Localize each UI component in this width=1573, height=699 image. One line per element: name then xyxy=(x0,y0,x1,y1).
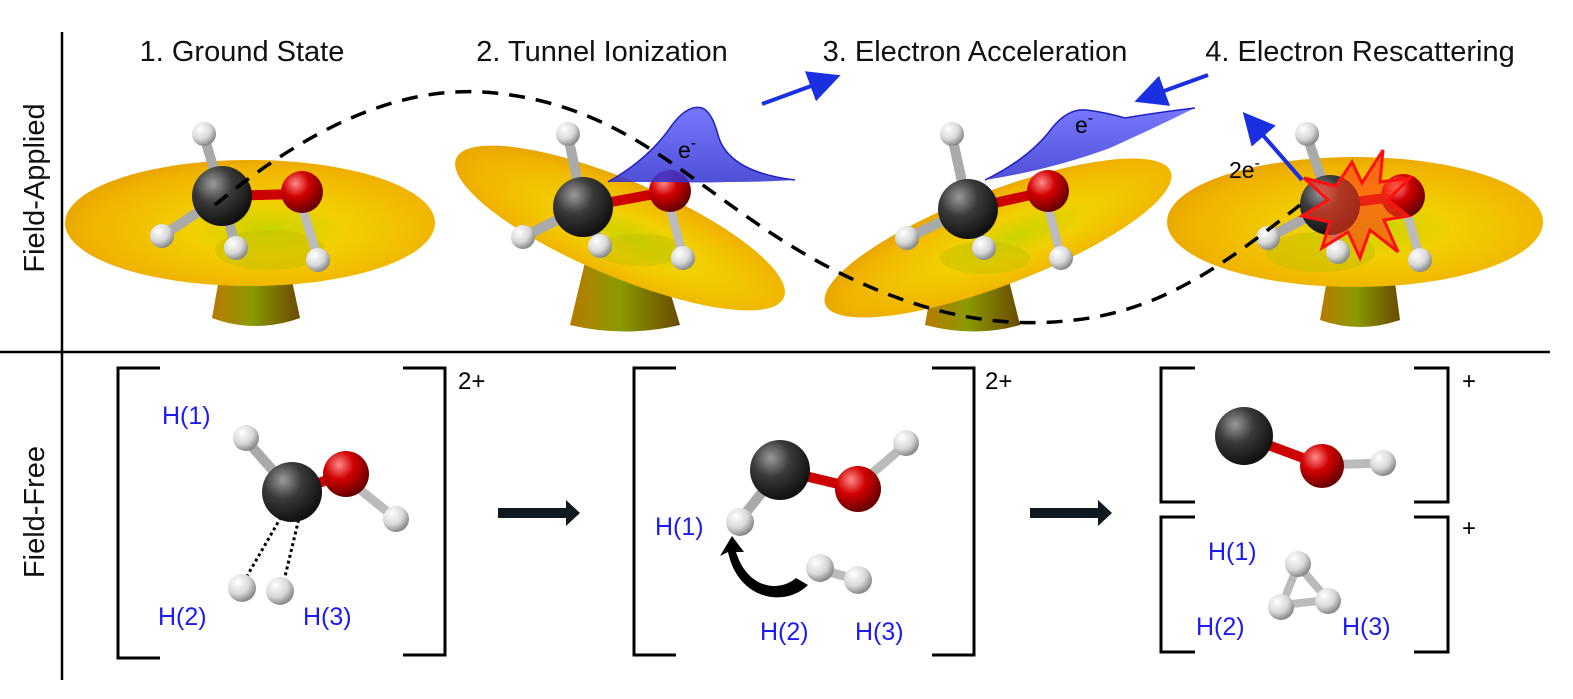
bracket-panel-1 xyxy=(116,366,447,660)
potential-surface-tunnel-ionization xyxy=(455,145,785,332)
electron-escape-arrow xyxy=(761,71,841,106)
hydrogen-migration-arrow xyxy=(720,536,808,598)
label-h1-panel-1: H(1) xyxy=(162,402,211,430)
label-h2-panel-2: H(2) xyxy=(760,618,809,646)
electron-label-acceleration: e- xyxy=(1075,110,1093,138)
reaction-arrow-1 xyxy=(498,500,580,526)
label-h3-panel-3: H(3) xyxy=(1342,613,1391,641)
charge-panel-3-top: + xyxy=(1462,368,1476,395)
row-label-field-applied: Field-Applied xyxy=(19,103,51,272)
bracket-panel-3-top xyxy=(1159,366,1450,504)
label-h2-panel-3: H(2) xyxy=(1196,613,1245,641)
reaction-arrow-2 xyxy=(1030,500,1112,526)
step-title-electron-rescattering: 4. Electron Rescattering xyxy=(1205,36,1514,68)
row-label-field-free: Field-Free xyxy=(19,446,51,578)
collision-burst-icon xyxy=(1298,149,1415,262)
molecule-electron-acceleration xyxy=(895,122,1073,270)
molecule-field-free-3-bottom xyxy=(1268,551,1341,620)
laser-field-wave xyxy=(213,89,1302,325)
potential-surface-ground-state xyxy=(65,160,435,326)
label-h1-panel-2: H(1) xyxy=(655,513,704,541)
molecule-field-free-1 xyxy=(228,425,409,605)
electron-return-arrow xyxy=(1134,73,1209,106)
ejected-electrons-arrow xyxy=(1242,111,1304,182)
label-h3-panel-1: H(3) xyxy=(303,603,352,631)
molecule-tunnel-ionization xyxy=(511,122,695,270)
electron-wavepacket-acceleration xyxy=(984,107,1196,181)
bracket-panel-2 xyxy=(632,366,976,657)
step-title-tunnel-ionization: 2. Tunnel Ionization xyxy=(476,36,728,68)
step-title-electron-acceleration: 3. Electron Acceleration xyxy=(823,36,1128,68)
electron-label-rescattering: 2e- xyxy=(1229,155,1260,183)
charge-panel-2: 2+ xyxy=(985,368,1012,395)
label-h2-panel-1: H(2) xyxy=(158,603,207,631)
electron-wavepacket-ionization xyxy=(607,106,796,183)
charge-panel-3-bottom: + xyxy=(1462,515,1476,542)
molecule-ground-state xyxy=(150,122,330,272)
step-title-ground-state: 1. Ground State xyxy=(140,36,345,68)
potential-surface-electron-acceleration xyxy=(824,158,1172,332)
molecule-field-free-2 xyxy=(726,430,919,594)
charge-panel-1: 2+ xyxy=(458,368,485,395)
bracket-panel-3-bottom xyxy=(1159,515,1450,654)
label-h1-panel-3: H(1) xyxy=(1208,538,1257,566)
electron-label-ionization: e- xyxy=(678,135,696,163)
molecule-field-free-3-top xyxy=(1215,407,1396,488)
label-h3-panel-2: H(3) xyxy=(855,618,904,646)
